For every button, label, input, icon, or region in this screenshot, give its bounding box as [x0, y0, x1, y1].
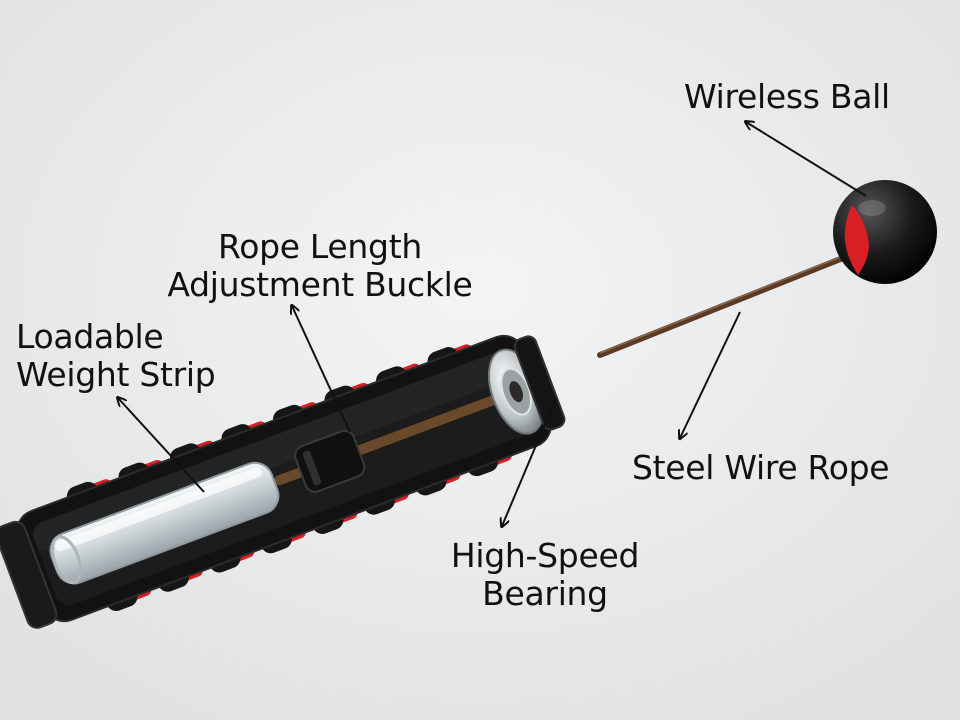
label-rope-length-line2: Adjustment Buckle	[167, 265, 473, 304]
label-wireless-ball-text: Wireless Ball	[684, 77, 890, 116]
label-weight-strip: Loadable Weight Strip	[16, 317, 216, 394]
label-bearing-line2: Bearing	[482, 574, 608, 613]
handle	[0, 334, 566, 629]
label-bearing-line1: High-Speed	[450, 536, 640, 575]
adjustment-buckle	[294, 429, 366, 493]
label-rope-length: Rope Length Adjustment Buckle	[160, 228, 480, 304]
label-weight-strip-line2: Weight Strip	[16, 355, 216, 394]
arrow-bearing	[502, 397, 557, 526]
label-steel-wire-text: Steel Wire Rope	[632, 448, 890, 487]
callout-arrows	[118, 122, 867, 526]
label-rope-length-line1: Rope Length	[218, 227, 422, 266]
arrow-weight-strip	[118, 398, 205, 493]
label-bearing: High-Speed Bearing	[440, 537, 650, 613]
steel-wire	[597, 249, 861, 358]
end-cap	[0, 520, 58, 629]
label-steel-wire: Steel Wire Rope	[632, 448, 890, 487]
label-weight-strip-line1: Loadable	[16, 317, 164, 356]
arrow-wireless-ball	[746, 122, 867, 197]
arrow-rope-length	[292, 306, 351, 433]
wireless-ball	[833, 180, 937, 284]
label-wireless-ball: Wireless Ball	[684, 78, 890, 116]
weight-strip-tube	[49, 461, 280, 585]
arrow-steel-wire	[680, 311, 741, 438]
